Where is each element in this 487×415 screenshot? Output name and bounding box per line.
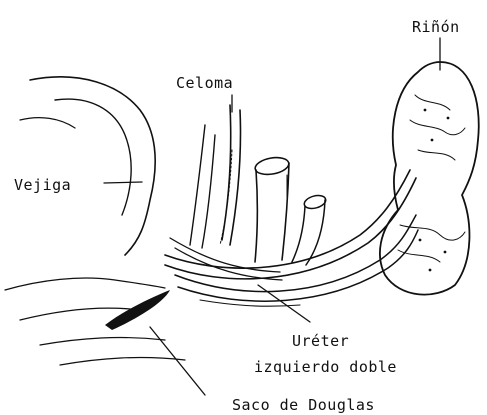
cut-vessel-large [254,155,290,262]
label-coelom: Celoma [176,74,233,92]
double-ureter [165,170,418,301]
douglas-pouch [105,290,170,330]
label-kidney: Riñón [412,18,460,36]
label-douglas: Saco de Douglas [232,396,375,414]
label-bladder: Vejiga [14,176,71,194]
leader-lines [104,38,440,395]
kidney [380,62,479,295]
coelom-tube [190,105,241,248]
label-ureter-line2: izquierdo doble [254,358,397,376]
label-ureter-line1: Uréter [292,332,349,350]
bladder-outline [20,77,155,255]
